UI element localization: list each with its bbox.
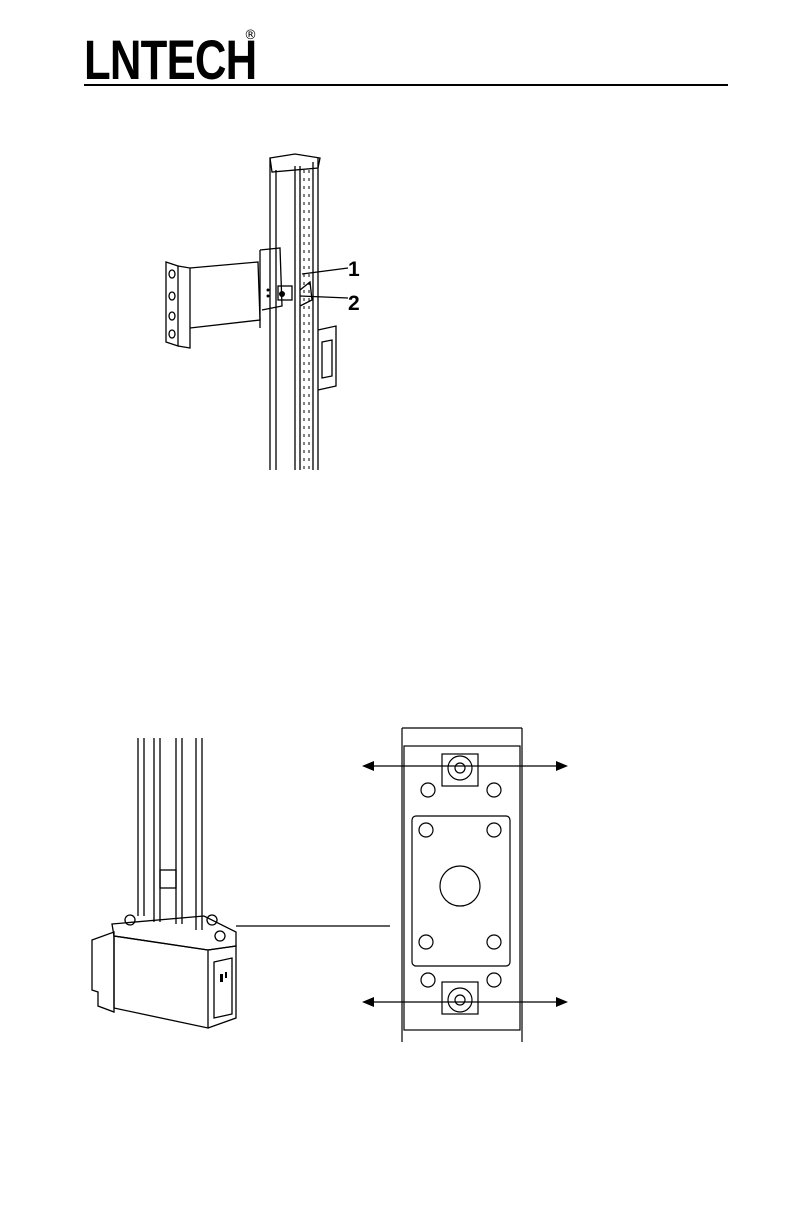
column-bracket-drawing: 1 2: [150, 150, 380, 470]
registered-mark: ®: [244, 28, 257, 43]
figure-column-bracket: 1 2: [150, 150, 380, 470]
brand-logo: LNTECH: [84, 34, 256, 86]
callout-1: 1: [348, 258, 360, 281]
mounting-plate-drawing: [360, 726, 580, 1044]
figure-mounting-plate: [360, 726, 580, 1044]
header-rule: [84, 84, 728, 86]
column-base-drawing: [84, 736, 394, 1036]
figure-column-base: [84, 736, 394, 1036]
page-header: LNTECH ®: [84, 28, 728, 88]
callout-2: 2: [348, 292, 360, 315]
